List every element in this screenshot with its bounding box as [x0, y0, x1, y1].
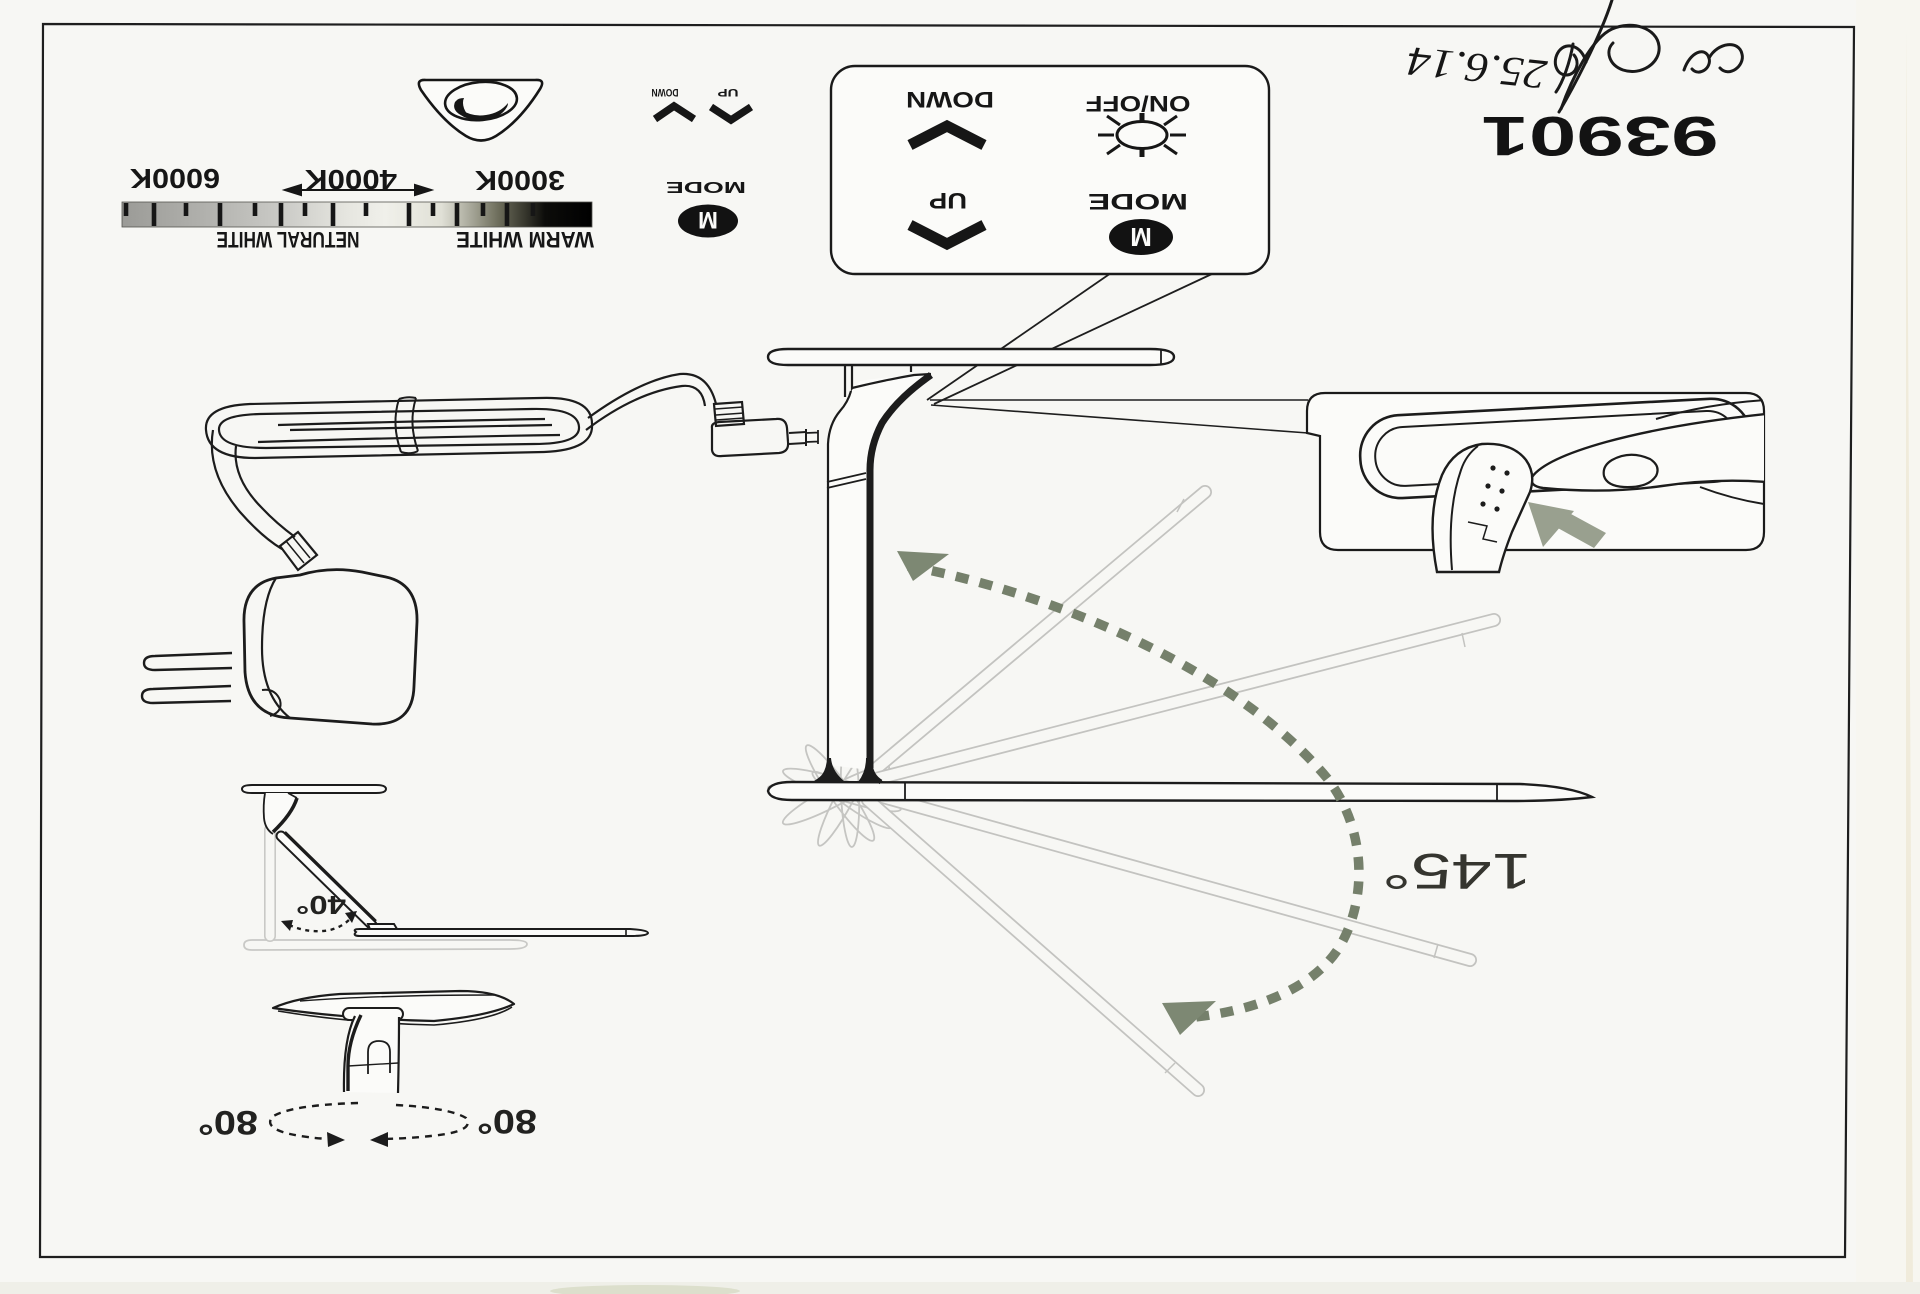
svg-text:80°: 80° — [477, 1102, 537, 1140]
svg-text:MODE: MODE — [1088, 189, 1188, 214]
svg-text:DOWN: DOWN — [906, 87, 994, 112]
svg-text:145°: 145° — [1382, 843, 1532, 899]
svg-text:NETURAL WHITE: NETURAL WHITE — [217, 227, 360, 252]
svg-text:3000K: 3000K — [475, 165, 565, 196]
svg-text:80°: 80° — [198, 1103, 258, 1141]
svg-text:DOWN: DOWN — [651, 86, 678, 98]
svg-text:93901: 93901 — [1482, 105, 1719, 168]
svg-text:WARM WHITE: WARM WHITE — [456, 227, 594, 252]
svg-text:UP: UP — [929, 188, 967, 213]
svg-text:4000K: 4000K — [305, 164, 397, 195]
svg-text:ON/OFF: ON/OFF — [1086, 91, 1191, 116]
svg-text:M: M — [698, 206, 718, 233]
svg-text:40°: 40° — [296, 890, 346, 920]
svg-text:6000K: 6000K — [130, 163, 220, 194]
svg-text:UP: UP — [718, 86, 739, 98]
svg-text:M: M — [1130, 222, 1152, 252]
svg-text:MODE: MODE — [665, 178, 746, 195]
